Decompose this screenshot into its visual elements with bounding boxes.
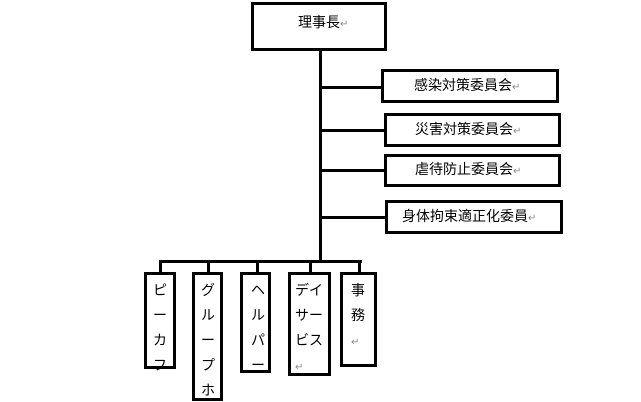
return-mark: ↵ <box>528 213 537 224</box>
department-box: ヘルパー <box>240 272 271 374</box>
drop-line <box>159 260 162 274</box>
branch-line <box>320 86 383 89</box>
drop-line <box>207 260 210 274</box>
return-mark: ↵ <box>512 82 521 93</box>
committee-label: 虐待防止委員会 <box>415 162 513 178</box>
committee-box: 感染対策委員会↵ <box>381 69 559 103</box>
committee-box: 身体拘束適正化委員↵ <box>385 200 563 234</box>
branch-line <box>320 169 386 172</box>
trunk-line <box>319 50 322 263</box>
chairman-label: 理事長 <box>298 15 340 31</box>
branch-line <box>320 216 387 219</box>
department-label: 事務 <box>351 283 365 324</box>
department-bar <box>159 260 362 263</box>
committee-label: 身体拘束適正化委員 <box>402 209 528 225</box>
committee-box: 災害対策委員会↵ <box>384 113 561 147</box>
department-label: ヘルパー <box>251 283 265 374</box>
committee-box: 虐待防止委員会↵ <box>384 154 561 187</box>
drop-line <box>256 260 259 274</box>
return-mark: ↵ <box>351 337 360 348</box>
department-label: グループホ <box>201 283 215 399</box>
drop-line <box>358 260 361 274</box>
branch-line <box>320 129 386 132</box>
chairman-box: 理事長↵ <box>251 2 387 51</box>
department-box: 事務 ↵ <box>340 272 377 367</box>
department-label: デイサービス <box>295 283 323 349</box>
department-box: デイサービス ↵ <box>288 272 331 376</box>
drop-line <box>309 260 312 274</box>
department-box: グループホ <box>192 272 223 401</box>
return-mark: ↵ <box>295 362 304 373</box>
return-mark: ↵ <box>513 126 522 137</box>
return-mark: ↵ <box>340 19 349 30</box>
return-mark: ↵ <box>513 166 522 177</box>
committee-label: 災害対策委員会 <box>415 122 513 138</box>
department-label: ピーカフ <box>153 283 167 374</box>
committee-label: 感染対策委員会 <box>414 78 512 94</box>
department-box: ピーカフ <box>144 272 176 374</box>
